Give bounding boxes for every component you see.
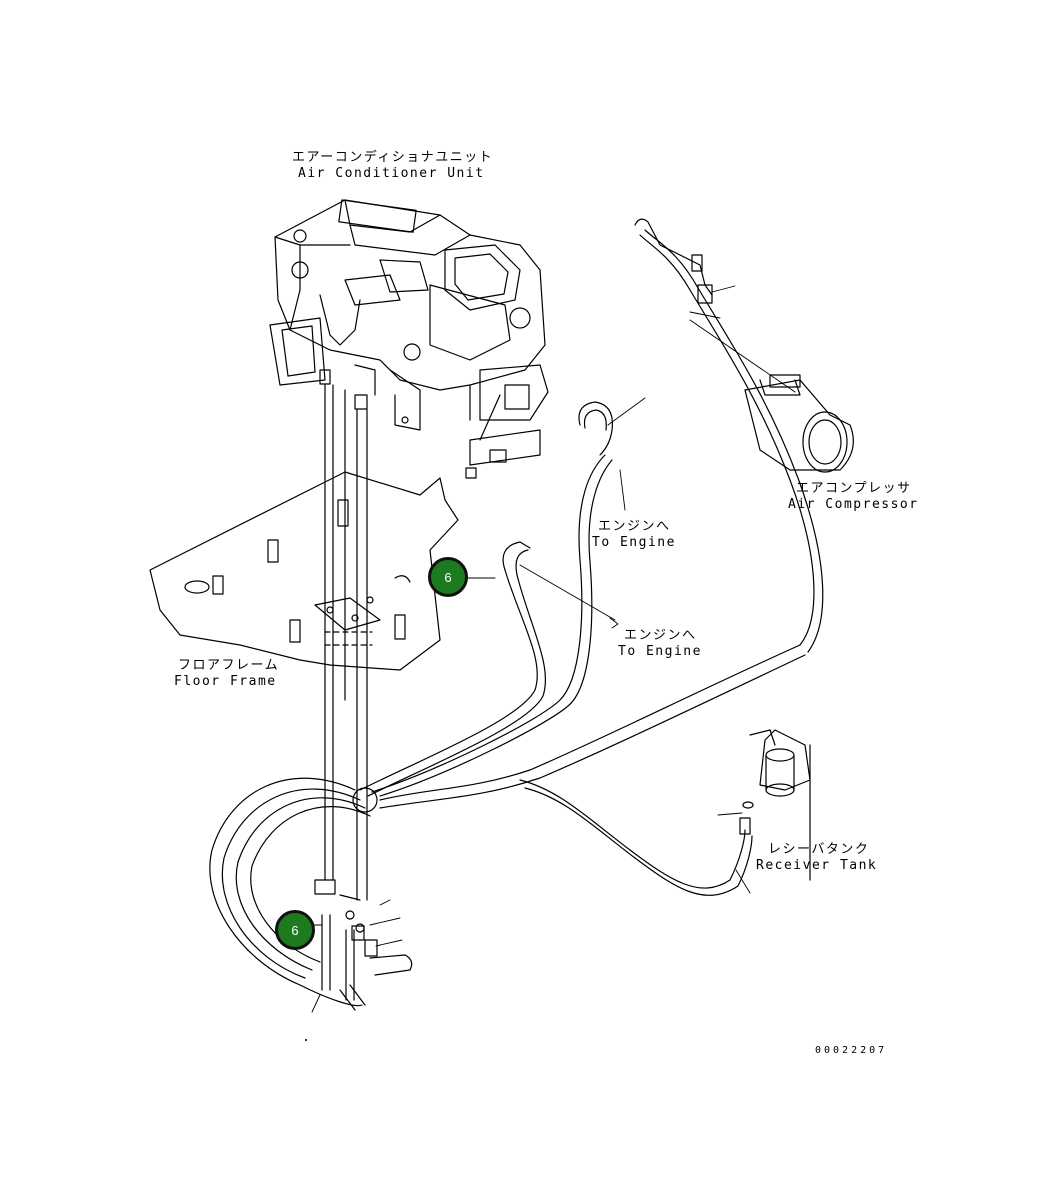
bottom-fittings xyxy=(314,879,413,1001)
to-engine-upper-label-en: To Engine xyxy=(592,535,676,550)
leader-lines xyxy=(304,285,796,1042)
callout-number: 6 xyxy=(444,569,452,585)
callout-badge-lower[interactable]: 6 xyxy=(275,910,315,950)
to-engine-lower-label-en: To Engine xyxy=(618,644,702,659)
compressor-label-en: Air Compressor xyxy=(788,497,919,512)
callout-number: 6 xyxy=(291,922,299,938)
ac-unit-label-jp: エアーコンディショナユニット xyxy=(292,150,494,165)
air-compressor xyxy=(744,374,854,473)
to-engine-upper-label-jp: エンジンへ xyxy=(598,519,671,534)
ac-unit-label-en: Air Conditioner Unit xyxy=(298,166,485,181)
callout-badge-upper[interactable]: 6 xyxy=(428,557,468,597)
floor-frame-label-jp: フロアフレーム xyxy=(178,658,280,673)
air-conditioner-unit xyxy=(269,199,549,479)
receiver-tank-label-en: Receiver Tank xyxy=(756,858,878,873)
receiver-tank xyxy=(739,729,811,881)
engine-hoses xyxy=(502,401,613,576)
hose-bundle xyxy=(209,454,806,1011)
compressor-hose xyxy=(634,218,824,653)
compressor-label-jp: エアコンプレッサ xyxy=(796,481,912,496)
floor-frame xyxy=(149,471,459,671)
drawing-number: 00022207 xyxy=(815,1045,888,1056)
vertical-hoses xyxy=(324,384,368,901)
floor-frame-label-en: Floor Frame xyxy=(174,674,277,689)
receiver-tank-label-jp: レシーバタンク xyxy=(768,842,870,857)
to-engine-lower-label-jp: エンジンへ xyxy=(624,628,697,643)
